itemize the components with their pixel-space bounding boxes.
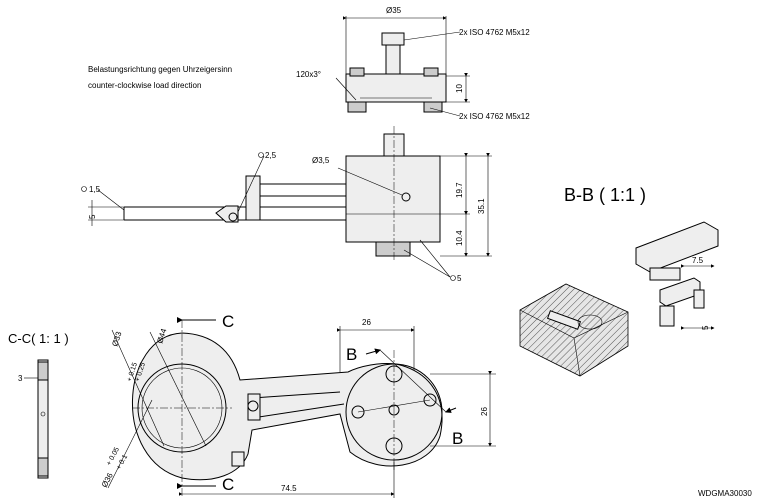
section-cc-title: C-C( 1: 1 ) — [8, 331, 69, 346]
label-104: 10.4 — [455, 230, 464, 246]
pin-side — [693, 289, 705, 309]
label-36: Ø36 — [100, 471, 115, 489]
screw-label-top: 2x ISO 4762 M5x12 — [459, 28, 530, 37]
hub-hole-left — [351, 405, 365, 419]
angle-label: 120x3° — [296, 70, 321, 79]
label-351: 35.1 — [477, 198, 486, 214]
label-r5: 5 — [457, 274, 462, 283]
bar-bottom — [251, 403, 345, 419]
leader-r15 — [97, 189, 125, 211]
section-c-top: C — [222, 312, 234, 331]
tol-36-lower: + 0.1 — [116, 454, 130, 471]
leader-r5 — [419, 239, 451, 278]
bar-top — [251, 391, 341, 399]
lever-body — [131, 332, 443, 481]
leader-angle — [335, 77, 357, 101]
radius-symbol — [450, 275, 456, 281]
leader-screw-top — [403, 31, 461, 41]
screw-shank — [385, 44, 401, 76]
section-c-bottom: C — [222, 475, 234, 494]
load-direction-note: Belastungsrichtung gegen Uhrzeigersinn c… — [88, 65, 232, 90]
section-cc: C-C( 1: 1 ) 3 — [8, 331, 69, 479]
block-edges — [519, 309, 629, 377]
screw-head — [381, 32, 405, 46]
section-b-arrow-top — [365, 348, 381, 355]
ring-chamfer-bottom — [37, 457, 49, 477]
clamp-lug-left — [349, 67, 365, 77]
slot — [546, 310, 582, 330]
section-b-bottom: B — [452, 429, 463, 448]
upright-post — [245, 175, 261, 221]
note-english: counter-clockwise load direction — [88, 81, 201, 90]
drum-body — [345, 155, 441, 243]
ring-chamfer-top — [37, 361, 49, 381]
note-german: Belastungsrichtung gegen Uhrzeigersinn — [88, 65, 232, 74]
clip-hole — [247, 400, 259, 412]
label-3: 3 — [18, 374, 23, 383]
label-26-right: 26 — [480, 407, 489, 416]
label-r15: 1,5 — [89, 185, 101, 194]
leader-r5 — [403, 249, 451, 278]
dim-line-36 — [107, 399, 153, 489]
knife-tip — [215, 205, 239, 223]
section-b-top: B — [346, 345, 357, 364]
label-33: Ø33 — [110, 330, 123, 348]
foot-right — [423, 101, 443, 113]
label-26-top: 26 — [362, 318, 371, 327]
label-745: 74.5 — [281, 484, 297, 493]
section-bb: B-B ( 1:1 ) 7.5 5 — [519, 185, 719, 377]
dim-label-35: Ø35 — [386, 6, 402, 15]
pin-lower — [659, 305, 675, 327]
label-d5-left: 5 — [88, 214, 97, 219]
clamp-lug-right — [423, 67, 439, 77]
label-197: 19.7 — [455, 182, 464, 198]
label-5: 5 — [701, 325, 710, 330]
drum-shaft-bottom — [375, 241, 411, 257]
label-d35: Ø3,5 — [312, 156, 330, 165]
radius-symbol — [81, 186, 87, 192]
ring-slit — [231, 451, 245, 467]
pin-upper — [635, 221, 719, 273]
section-b-arrow-bottom — [445, 407, 457, 413]
leader-screw-bottom — [429, 107, 461, 117]
drawing-id: WDGMA30030 — [698, 489, 752, 498]
dim-line-44 — [149, 331, 207, 447]
screw-label-bottom: 2x ISO 4762 M5x12 — [459, 112, 530, 121]
tip-radius — [228, 212, 238, 222]
pin-body — [649, 267, 681, 281]
hub-center — [388, 404, 400, 416]
side-view: 2,5 1,5 5 Ø3,5 19.7 35.1 10.4 5 — [81, 126, 492, 283]
top-view: Ø35 2x ISO 4762 M5x12 2x ISO 4762 M5x12 … — [296, 6, 530, 121]
ring-hole — [40, 411, 46, 417]
clamp-block — [345, 73, 447, 103]
dim-line-33 — [111, 329, 165, 447]
plan-view: C C B B 26 26 74.5 Ø44 Ø33 + 0.15 + 0.25… — [100, 312, 496, 498]
ring-section — [37, 359, 49, 479]
bore — [577, 314, 603, 330]
section-block — [519, 283, 629, 377]
radius-symbol — [258, 152, 264, 158]
hub-hole-right — [423, 393, 437, 407]
section-b-line — [379, 349, 447, 413]
hole-35 — [401, 192, 411, 202]
leader-d35 — [337, 167, 403, 196]
leader-r25 — [237, 155, 265, 213]
dim-label-10: 10 — [455, 84, 464, 93]
label-r25: 2,5 — [265, 151, 277, 160]
section-bb-title: B-B ( 1:1 ) — [564, 185, 646, 205]
label-75: 7.5 — [692, 256, 704, 265]
foot-left — [347, 101, 367, 113]
